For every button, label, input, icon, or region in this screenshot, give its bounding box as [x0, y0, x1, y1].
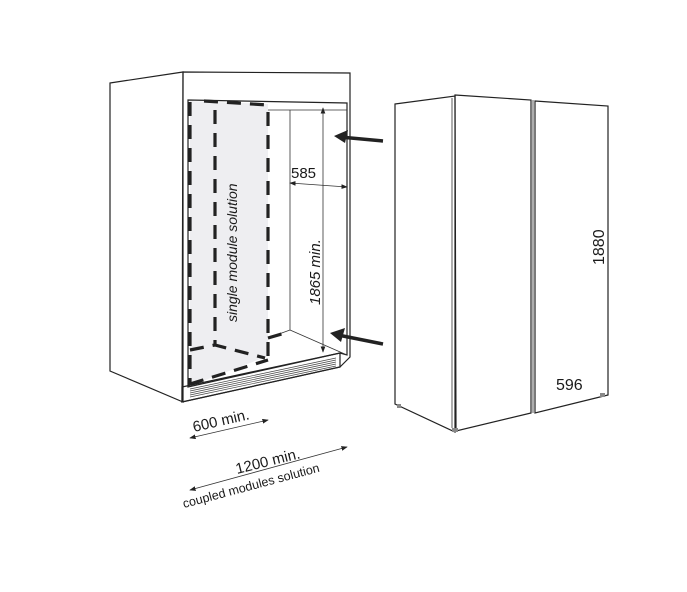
appliance: 1880 596 [394, 94, 609, 433]
single-module-area [190, 101, 268, 386]
dimension-585-line [289, 180, 348, 190]
cabinet: 585 1865 min. single module solution [109, 71, 351, 403]
appliance-left-door [454, 94, 532, 432]
single-module-outline [188, 99, 286, 386]
appliance-height-label: 1880 [591, 229, 608, 265]
arrow-head-icon [330, 328, 345, 342]
appliance-side [394, 95, 456, 433]
cabinet-front-frame [181, 71, 351, 403]
plinth [181, 352, 341, 403]
appliance-foot [397, 404, 401, 408]
dimension-600-label: 600 min. [191, 406, 251, 436]
appliance-right-door [534, 100, 609, 414]
appliance-foot [452, 428, 458, 432]
dimension-600-line [189, 418, 269, 440]
back-floor-edge [289, 329, 348, 356]
plinth-vent-icon [189, 357, 337, 398]
cabinet-side-panel [109, 71, 184, 403]
arrow-left-icon [337, 333, 384, 346]
appliance-foot [600, 393, 605, 397]
appliance-width-label: 596 [556, 377, 583, 394]
arrow-left-icon [339, 135, 384, 143]
dimension-585-label: 585 [291, 165, 316, 182]
insert-arrows [330, 130, 384, 346]
single-module-label: single module solution [224, 183, 240, 322]
arrow-head-icon [334, 130, 348, 143]
dimension-1865-label: 1865 min. [307, 239, 324, 305]
dimension-1200-line [189, 446, 348, 491]
cabinet-opening [187, 99, 348, 388]
